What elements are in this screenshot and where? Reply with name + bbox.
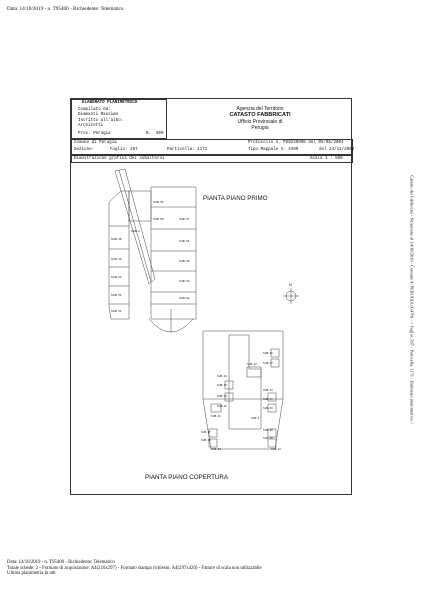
document-footer: Data: 14/10/2019 - n. T95400 - Richieden…	[7, 560, 367, 577]
sub-label: SUB. 53	[179, 279, 190, 283]
sub-label: SUB. 2	[251, 417, 260, 420]
sub-label: SUB. 55	[153, 200, 164, 204]
sub-label: SUB. 55	[179, 259, 190, 263]
sub-label: SUB. 36	[263, 437, 273, 440]
sub-label: SUB. 43	[217, 375, 227, 378]
sub-label: SUB. 34	[271, 448, 281, 451]
footer-line1: Data: 14/10/2019 - n. T95400 - Richieden…	[7, 560, 115, 565]
piano-primo-plan	[108, 168, 197, 333]
sub-label: SUB. 39	[263, 407, 273, 410]
agency-line4: Perugia	[251, 125, 269, 131]
form-heading: ELABORATO PLANIMETRICO	[82, 101, 138, 105]
iscritto-value: Architetti	[78, 124, 104, 128]
dimostrazione-label: Dimostrazione grafica dei subalterni	[74, 157, 165, 161]
primo-left-block	[108, 190, 130, 320]
n-label: N.	[146, 132, 152, 136]
sezione-label: Sezione:	[74, 148, 95, 152]
agency-block: Agenzia del Territorio CATASTO FABBRICAT…	[167, 99, 353, 139]
sub-label: SUB. 31	[211, 415, 221, 418]
plan-title-copertura: PIANTA PIANO COPERTURA	[145, 474, 228, 481]
cadastral-info-row: Comune di Perugia Sezione: Foglio: 267 P…	[71, 139, 355, 155]
sub-label: SUB. 50	[111, 275, 122, 279]
foglio-label: Foglio: 267	[110, 148, 138, 152]
floor-plans-drawing: N	[108, 168, 299, 450]
agency-line2: CATASTO FABBRICATI	[229, 112, 291, 118]
sub-label: SUB. 44	[263, 389, 273, 392]
particella-label: Particella: 1171	[167, 148, 208, 152]
iscritto-label: Iscritto all'albo:	[78, 119, 124, 123]
tipo-mappale-label: Tipo Mappale n. 4499	[248, 148, 299, 152]
document-header: Data: 14/10/2019 - n. T95400 - Richieden…	[7, 6, 124, 12]
primo-right-block	[150, 186, 197, 320]
sub-label: SUB. 52	[111, 309, 122, 313]
sub-label: SUB. 54	[179, 296, 190, 300]
tipo-mappale-date: del 24/12/2003	[319, 148, 355, 152]
sub-label: SUB. 45	[217, 384, 227, 387]
sub-label: SUB. 37	[201, 431, 211, 434]
compilato-label: Compilato da:	[78, 108, 111, 112]
n-value: 600	[156, 132, 164, 136]
sub-label: SUB. 2	[131, 229, 140, 233]
agency-line1: Agenzia del Territorio	[236, 106, 284, 112]
prov-label: Prov. Perugia	[78, 132, 111, 136]
scala-label: Scala 1 : 500	[310, 157, 343, 161]
protocollo-label: Protocollo n. PG0239995 del 05/05/2004	[248, 141, 344, 145]
agency-line3: Ufficio Provinciale di	[237, 119, 283, 125]
primo-corridor	[114, 168, 156, 285]
compiler-box: ELABORATO PLANIMETRICO Compilato da: Dia…	[71, 99, 167, 139]
sub-label: SUB. 56	[179, 239, 190, 243]
sub-label: SUB. 40	[217, 405, 227, 408]
sub-label: SUB. 41	[263, 398, 273, 401]
north-arrow-icon	[283, 288, 299, 304]
sub-label: SUB. 51	[111, 293, 122, 297]
north-label: N	[289, 282, 292, 287]
dimostrazione-row: Dimostrazione grafica dei subalterni Sca…	[71, 155, 353, 163]
sub-label: SUB. 33	[211, 448, 221, 451]
sub-label: SUB. 57	[179, 217, 190, 221]
footer-line3: Ultima planimetria in atti	[7, 571, 56, 577]
sub-label: SUB. 32	[247, 363, 257, 366]
sub-label: SUB. 42	[217, 395, 227, 398]
sub-label: SUB. 48	[111, 237, 122, 241]
plan-title-primo: PIANTA PIANO PRIMO	[203, 195, 268, 202]
compilato-name: Diamanti Massimo	[78, 113, 119, 117]
copertura-inner	[228, 334, 262, 430]
sub-label: SUB. 46	[263, 352, 273, 355]
planimetric-sheet: ELABORATO PLANIMETRICO Compilato da: Dia…	[70, 98, 355, 495]
sub-label: SUB. 38	[263, 429, 273, 432]
piano-copertura-plan	[202, 330, 284, 450]
footer-line2: Totale schede: 2 - Formato di acquisizio…	[7, 565, 262, 571]
sub-label: SUB. 58	[153, 217, 164, 221]
sub-label: SUB. 35	[201, 439, 211, 442]
sub-label: SUB. 49	[111, 257, 122, 261]
primo-stair-area	[128, 190, 152, 222]
comune-label: Comune di Perugia	[74, 141, 117, 145]
sub-label: SUB. 47	[263, 362, 273, 365]
